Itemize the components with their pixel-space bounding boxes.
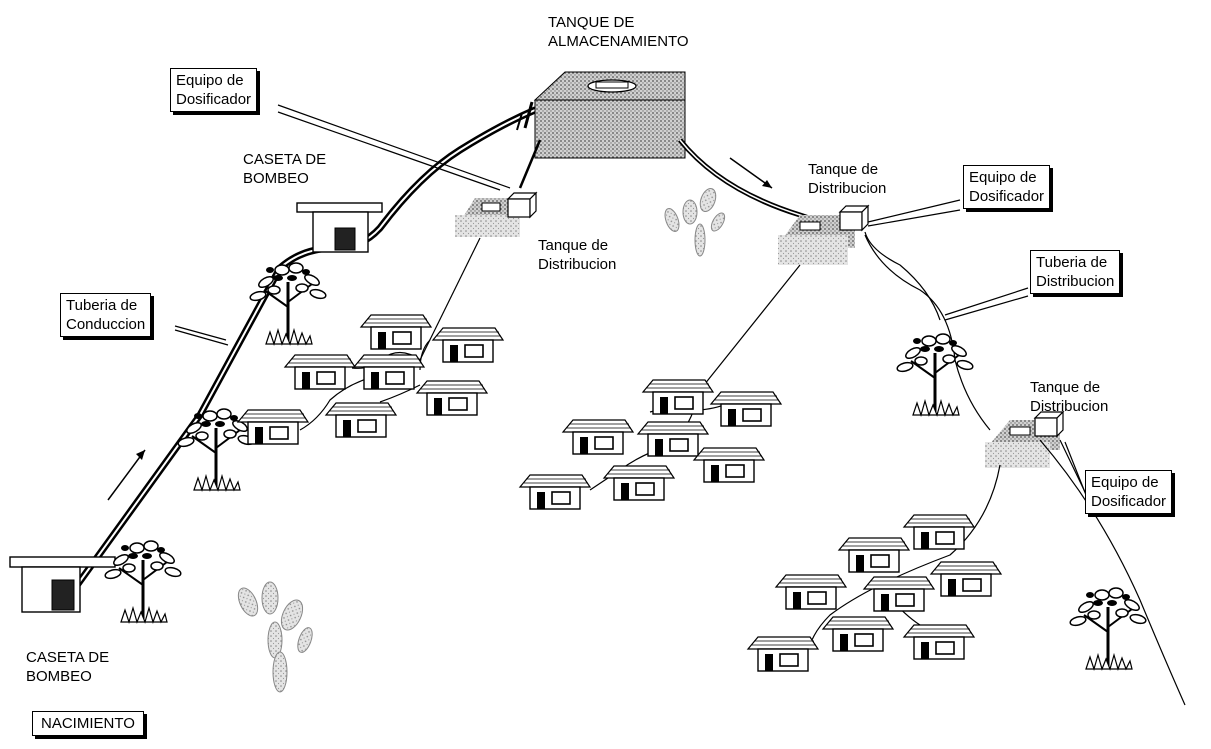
- label-line: CASETA DE: [243, 151, 327, 168]
- label-line: CASETA DE: [26, 649, 110, 666]
- pump-house-top-label: CASETA DE BOMBEO: [243, 150, 326, 188]
- distribution-tank-mid: [778, 215, 855, 265]
- label-line: BOMBEO: [26, 668, 92, 685]
- label-line: Tanque de: [538, 237, 609, 254]
- tuberia-distribucion-callout: Tuberia de Distribucion: [1030, 250, 1121, 294]
- callout-line: Equipo de: [176, 72, 244, 89]
- dosificador-callout-mid: Equipo de Dosificador: [963, 165, 1051, 209]
- callout-line: Equipo de: [1091, 474, 1159, 491]
- label-line: Tanque de: [1030, 379, 1101, 396]
- distribution-tank-right-label: Tanque de Distribucion: [1030, 378, 1108, 416]
- label-line: Distribucion: [1030, 398, 1109, 415]
- dosificador-callout-top: Equipo de Dosificador: [170, 68, 258, 112]
- callout-line: Dosificador: [1091, 493, 1167, 510]
- storage-tank: [533, 71, 686, 159]
- label-line: Distribucion: [538, 256, 617, 273]
- label-line: Distribucion: [808, 180, 887, 197]
- pump-house-top: [296, 202, 383, 253]
- label-line: ALMACENAMIENTO: [548, 33, 689, 50]
- pump-house-bottom: [9, 556, 116, 613]
- callout-line: Tuberia de: [1036, 254, 1108, 271]
- tuberia-conduccion-callout: Tuberia de Conduccion: [60, 293, 152, 337]
- callout-line: Conduccion: [66, 316, 146, 333]
- callout-line: Equipo de: [969, 169, 1037, 186]
- callout-line: NACIMIENTO: [41, 715, 135, 732]
- distribution-tank-left-label: Tanque de Distribucion: [538, 236, 616, 274]
- dosificador-callout-right: Equipo de Dosificador: [1085, 470, 1173, 514]
- cactus-top: [664, 187, 726, 257]
- distribution-tank-left: [455, 198, 520, 237]
- flow-arrow-up: [107, 449, 146, 501]
- label-line: TANQUE DE: [548, 14, 635, 31]
- label-line: Tanque de: [808, 161, 879, 178]
- callout-line: Tuberia de: [66, 297, 138, 314]
- cactus-bottom: [237, 581, 313, 693]
- nacimiento-callout: NACIMIENTO: [32, 711, 144, 736]
- callout-line: Dosificador: [176, 91, 252, 108]
- distribution-tank-mid-label: Tanque de Distribucion: [808, 160, 886, 198]
- label-line: BOMBEO: [243, 170, 309, 187]
- callout-line: Distribucion: [1036, 273, 1115, 290]
- storage-tank-label: TANQUE DE ALMACENAMIENTO: [548, 13, 689, 51]
- callout-line: Dosificador: [969, 188, 1045, 205]
- flow-arrow-down: [729, 157, 773, 189]
- pump-house-bottom-label: CASETA DE BOMBEO: [26, 648, 109, 686]
